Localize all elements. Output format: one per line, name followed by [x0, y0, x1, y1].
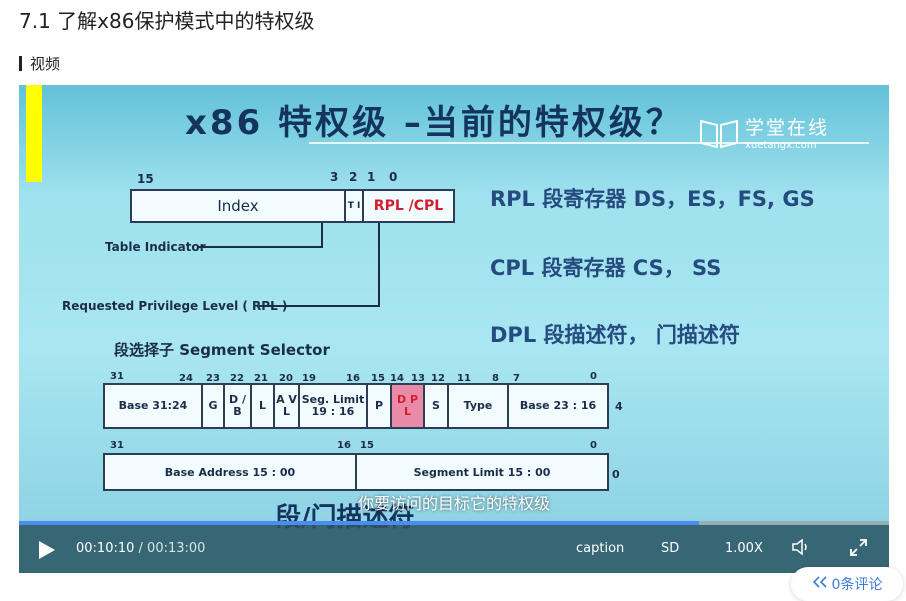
desc-cell-s: S — [425, 385, 449, 427]
desc-cell-l: L — [252, 385, 275, 427]
table-indicator-label: Table Indicator — [105, 240, 206, 254]
chevron-double-left-icon — [812, 576, 828, 592]
page-title: 7.1 了解x86保护模式中的特权级 — [19, 9, 315, 33]
rpl-description-label: Requested Privilege Level ( RPL ) — [62, 299, 288, 313]
cpl-desc: CPL 段寄存器 CS， SS — [490, 256, 722, 280]
yellow-marker — [26, 85, 42, 182]
comments-button[interactable]: 0条评论 — [791, 567, 903, 601]
video-player[interactable]: x86 特权级 –当前的特权级？ 学堂在线 xuetangx.com 15 3 … — [19, 85, 889, 573]
time-display: 00:10:10 / 00:13:00 — [76, 541, 205, 556]
desc-row-offset-4: 4 — [615, 400, 623, 413]
bit-2-label: 2 — [349, 170, 358, 184]
desc-cell-type: Type — [449, 385, 509, 427]
desc-bit: 7 — [513, 373, 520, 384]
desc-bit: 20 — [279, 373, 293, 384]
total-time: 00:13:00 — [147, 541, 206, 556]
desc-bottom-bit: 15 — [360, 440, 374, 451]
book-icon — [700, 119, 738, 149]
desc-bit: 16 — [346, 373, 360, 384]
segment-selector-caption: 段选择子 Segment Selector — [114, 341, 330, 359]
ti-connector-v — [321, 223, 323, 248]
desc-bit: 15 — [371, 373, 385, 384]
rpl-cpl-field: RPL /CPL — [362, 189, 455, 223]
index-field: Index — [130, 189, 346, 223]
rpl-connector-h — [259, 305, 380, 307]
title-underline — [309, 142, 869, 144]
current-time: 00:10:10 — [76, 541, 135, 556]
desc-bottom-bit: 31 — [110, 440, 124, 451]
play-icon[interactable] — [39, 541, 55, 559]
desc-bit: 12 — [431, 373, 445, 384]
comments-label: 0条评论 — [831, 577, 883, 593]
video-frame[interactable]: x86 特权级 –当前的特权级？ 学堂在线 xuetangx.com 15 3 … — [19, 85, 889, 533]
logo-text: 学堂在线 — [745, 117, 830, 139]
bit-0-label: 0 — [389, 170, 398, 184]
logo-url: xuetangx.com — [745, 140, 817, 151]
desc-row-offset-0: 0 — [612, 468, 620, 481]
desc-bit: 24 — [179, 373, 193, 384]
desc-bit: 0 — [590, 371, 597, 382]
desc-cell-db: D / B — [225, 385, 252, 427]
desc-cell-seg-limit: Seg. Limit 19 : 16 — [300, 385, 368, 427]
fullscreen-icon[interactable] — [849, 538, 868, 562]
desc-bit: 19 — [302, 373, 316, 384]
caption-button[interactable]: caption — [576, 541, 625, 556]
desc-bit: 22 — [230, 373, 244, 384]
volume-icon[interactable] — [791, 538, 811, 561]
desc-cell-dpl: D P L — [392, 385, 425, 427]
xuetangx-logo: 学堂在线 xuetangx.com — [699, 113, 829, 151]
desc-cell-p: P — [368, 385, 392, 427]
progress-bar[interactable] — [19, 521, 889, 525]
section-header: 视频 — [19, 53, 60, 74]
desc-bit: 21 — [254, 373, 268, 384]
desc-bit: 23 — [206, 373, 220, 384]
desc-bit: 14 — [390, 373, 404, 384]
desc-cell-base-address: Base Address 15 : 00 — [103, 453, 357, 491]
desc-cell-avl: A V L — [275, 385, 300, 427]
desc-cell-base-31-24: Base 31:24 — [105, 385, 203, 427]
rpl-connector-v — [378, 223, 380, 307]
bit-15-label: 15 — [137, 172, 154, 186]
quality-button[interactable]: SD — [661, 541, 680, 556]
section-label: 视频 — [30, 55, 61, 73]
desc-cell-g: G — [203, 385, 225, 427]
descriptor-high-row — [103, 383, 609, 429]
ti-connector-h — [197, 246, 323, 248]
desc-bit: 13 — [411, 373, 425, 384]
dpl-desc: DPL 段描述符， 门描述符 — [490, 323, 740, 347]
desc-bit: 31 — [110, 371, 124, 382]
rpl-desc: RPL 段寄存器 DS，ES，FS, GS — [490, 187, 815, 211]
desc-bottom-bit: 16 — [337, 440, 351, 451]
slide-title: x86 特权级 –当前的特权级？ — [185, 103, 683, 143]
video-subtitle: 你要访问的目标它的特权级 — [357, 494, 550, 513]
desc-cell-base-23-16: Base 23 : 16 — [519, 399, 597, 413]
player-controls: 00:10:10 / 00:13:00 caption SD 1.00X — [19, 521, 889, 573]
desc-bottom-bit: 0 — [590, 440, 597, 451]
section-marker — [19, 56, 22, 71]
progress-fill — [19, 521, 700, 525]
desc-bit: 11 — [457, 373, 471, 384]
ti-field: T I — [344, 189, 364, 223]
time-separator: / — [134, 541, 148, 556]
desc-cell-segment-limit: Segment Limit 15 : 00 — [355, 453, 609, 491]
speed-button[interactable]: 1.00X — [725, 541, 763, 556]
bit-1-label: 1 — [367, 170, 376, 184]
bit-3-label: 3 — [330, 170, 339, 184]
desc-bit: 8 — [492, 373, 499, 384]
